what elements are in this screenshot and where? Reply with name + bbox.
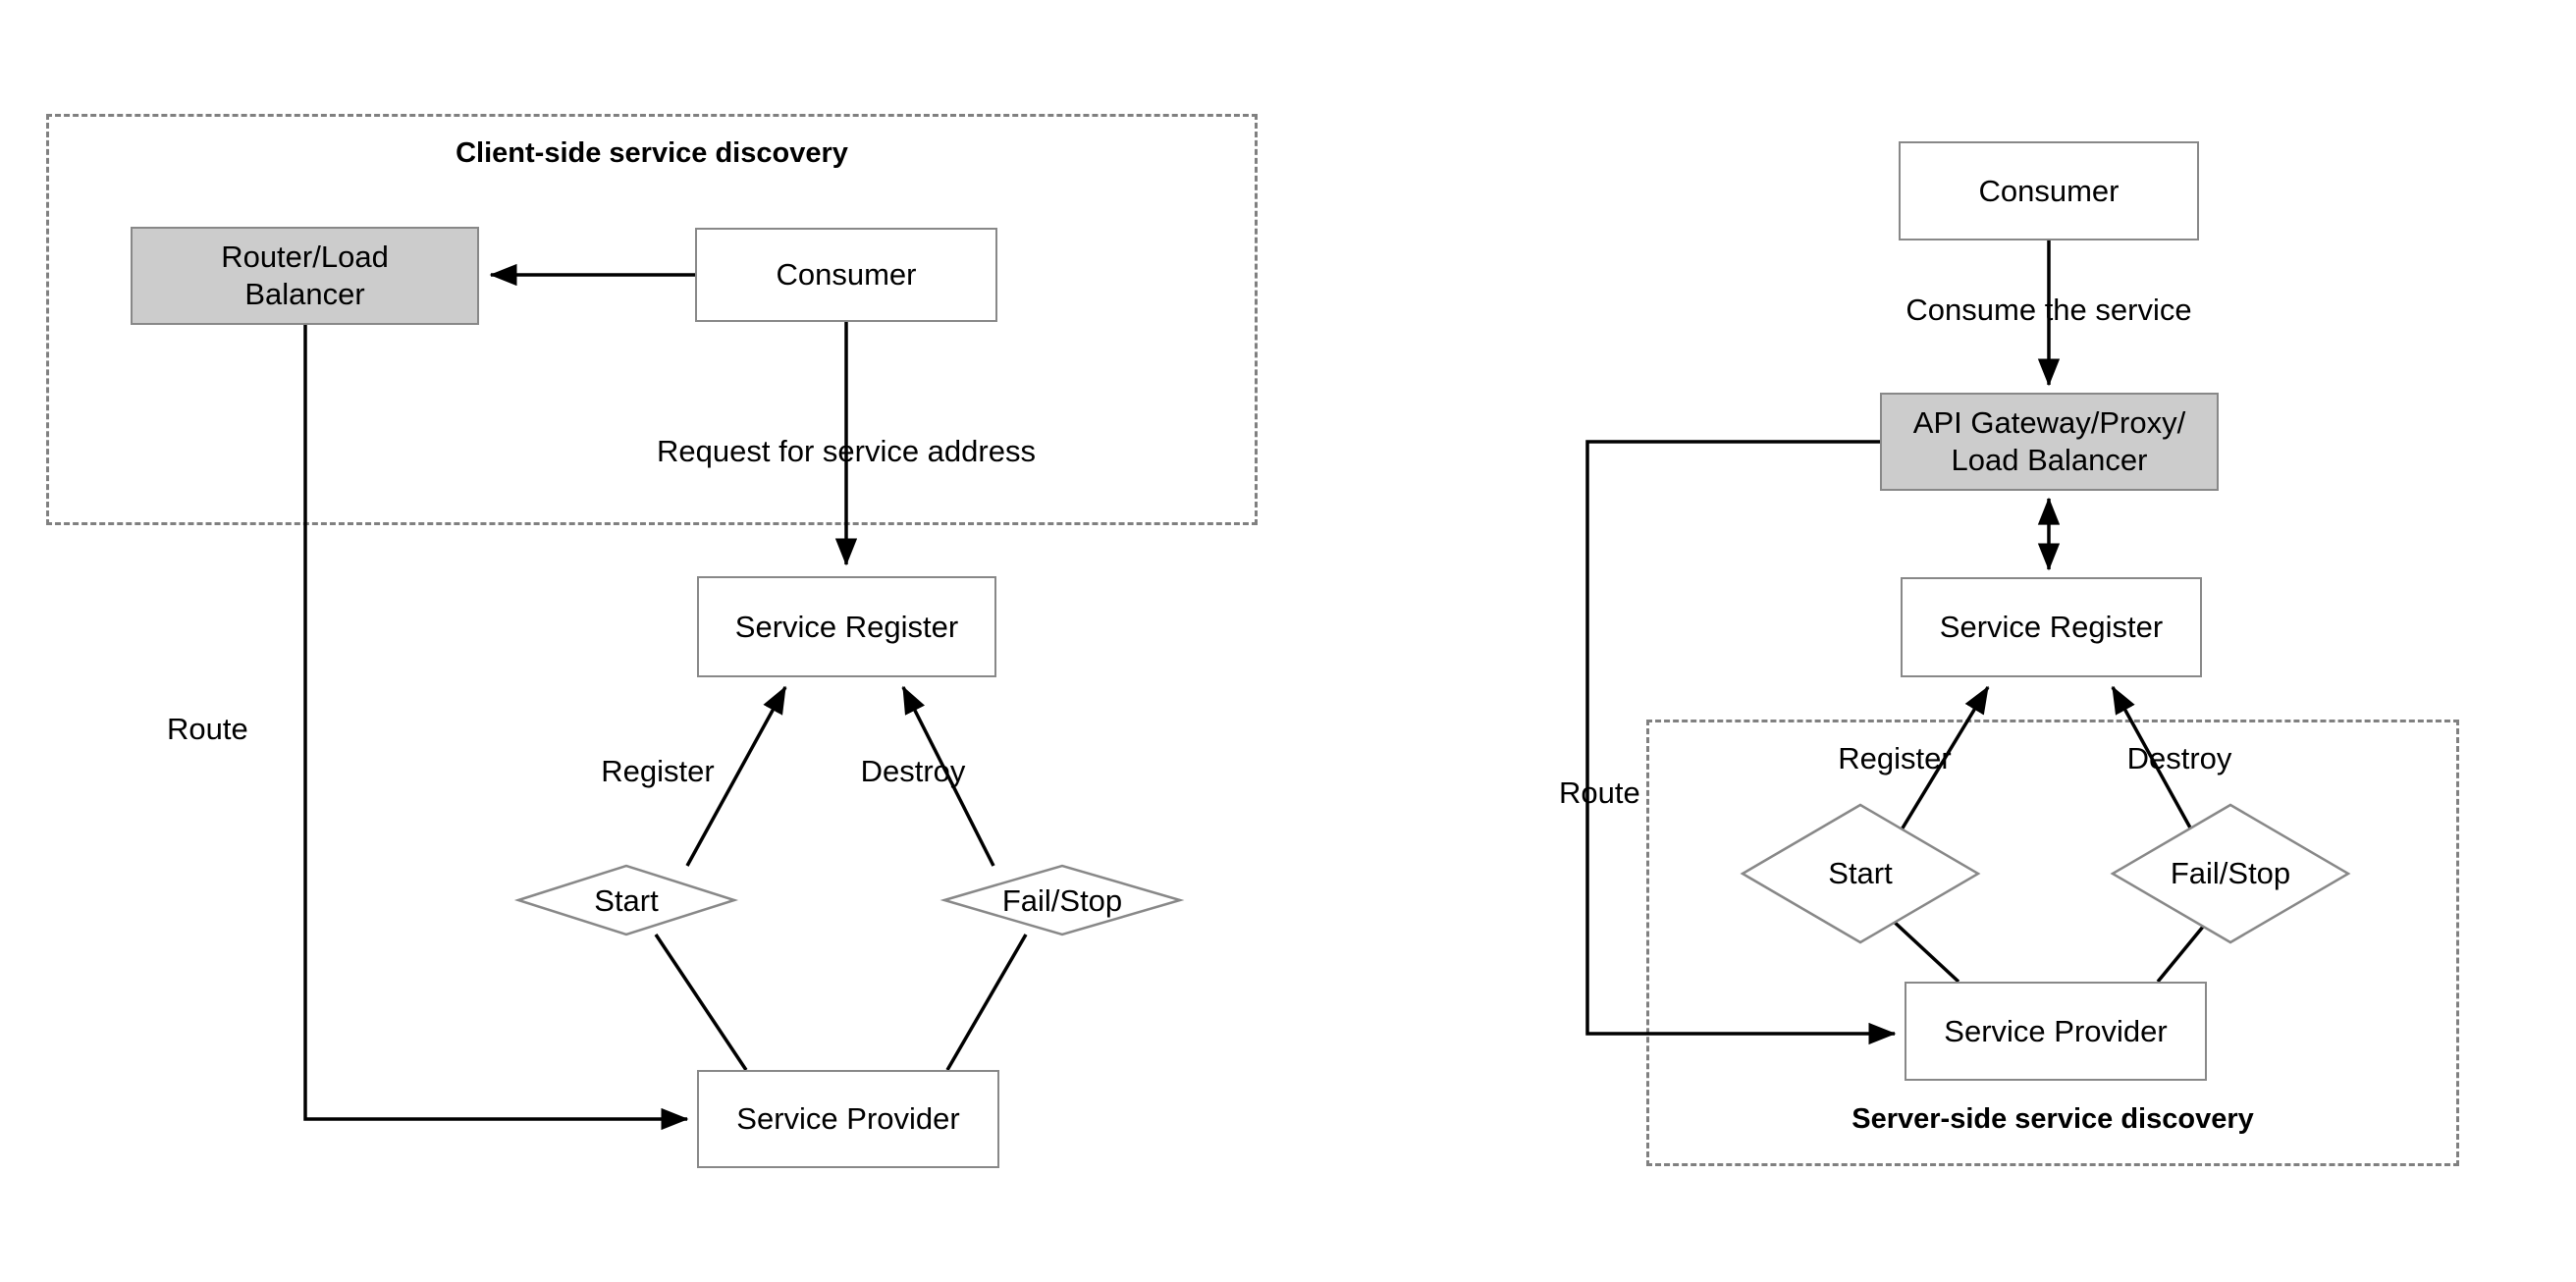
node-failstop-left-label: Fail/Stop <box>1001 883 1123 918</box>
node-service-provider-label: Service Provider <box>736 1101 960 1137</box>
edge-label-request-for-service-address: Request for service address <box>657 434 1036 468</box>
node-failstop-right-label: Fail/Stop <box>2170 856 2291 890</box>
edge-gateway-to-provider-route <box>1585 440 1897 1045</box>
edge-label-destroy-right: Destroy <box>2126 741 2232 775</box>
node-consumer-left[interactable]: Consumer <box>695 228 997 322</box>
node-start-right-label: Start <box>1828 856 1893 890</box>
edge-label-destroy-left: Destroy <box>860 754 966 788</box>
node-service-provider-left[interactable]: Service Provider <box>697 1070 999 1168</box>
node-router-label-line2: Balancer <box>244 277 365 311</box>
edge-provider-to-failstop <box>945 934 1028 1071</box>
group-box-client-side <box>46 114 1258 525</box>
edge-provider-to-start <box>654 934 748 1071</box>
edge-label-register-left: Register <box>601 754 715 788</box>
node-service-provider-right[interactable]: Service Provider <box>1905 982 2207 1081</box>
node-service-register-right-label: Service Register <box>1939 610 2164 645</box>
edge-label-consume-the-service: Consume the service <box>1905 293 2192 327</box>
node-service-register-label: Service Register <box>734 609 959 644</box>
group-box-server-side <box>1646 720 2459 1166</box>
edge-router-to-provider-route <box>303 324 689 1131</box>
node-router-label-line1: Router/Load <box>221 240 389 275</box>
node-service-register-right[interactable]: Service Register <box>1901 577 2202 677</box>
diamond-failstop-left <box>939 864 1185 936</box>
node-api-gateway-label-line1: API Gateway/Proxy/ <box>1912 405 2186 441</box>
edge-start-to-register-right <box>1888 685 1990 850</box>
node-router-load-balancer[interactable]: Router/Load Balancer <box>131 227 479 325</box>
node-api-gateway-label-line2: Load Balancer <box>1951 443 2148 477</box>
edge-failstop-to-register <box>901 685 995 867</box>
group-title-client-side: Client-side service discovery <box>456 137 848 169</box>
group-title-server-side: Server-side service discovery <box>1852 1103 2254 1135</box>
diamond-failstop-right <box>2110 803 2351 944</box>
node-service-register-left[interactable]: Service Register <box>697 576 996 677</box>
edge-label-register-right: Register <box>1838 741 1952 775</box>
node-consumer-label: Consumer <box>776 257 917 293</box>
node-start-left-label: Start <box>594 883 659 918</box>
node-api-gateway[interactable]: API Gateway/Proxy/ Load Balancer <box>1880 393 2219 491</box>
diamond-start-right <box>1740 803 1981 944</box>
node-consumer-right-label: Consumer <box>1978 173 2120 208</box>
edge-label-route-right: Route <box>1559 775 1640 810</box>
node-service-provider-right-label: Service Provider <box>1944 1013 2168 1048</box>
node-consumer-right[interactable]: Consumer <box>1899 141 2199 240</box>
edge-label-route-left: Route <box>167 712 248 746</box>
diamond-start-left <box>513 864 739 936</box>
edge-start-to-register <box>685 685 787 867</box>
edge-failstop-to-register-right <box>2111 685 2204 850</box>
